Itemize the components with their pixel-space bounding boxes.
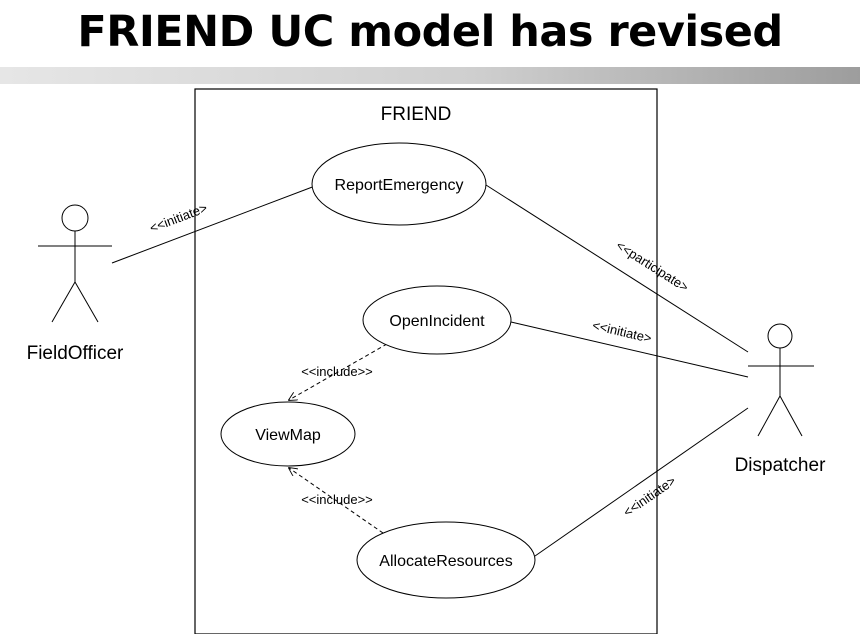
association-allocateresources-dispatcher (534, 407, 749, 557)
use-case-view-map-label: ViewMap (255, 427, 321, 444)
label-include-openincident-viewmap: <<include>> (301, 364, 373, 379)
use-case-open-incident (362, 285, 512, 355)
use-case-allocate-resources (356, 521, 536, 599)
label-dispatcher-participate: <<participate> (613, 238, 691, 295)
label-fieldofficer-initiate: <<initiate> (148, 200, 210, 235)
system-boundary (194, 88, 658, 634)
use-case-report-emergency (311, 142, 487, 226)
include-openincident-viewmap (289, 343, 388, 400)
slide-title: FRIEND UC model has revised (77, 7, 783, 57)
title-divider-bar (0, 67, 860, 84)
label-include-allocateresources-viewmap: <<include>> (301, 492, 373, 507)
system-name: FRIEND (381, 104, 452, 125)
use-case-open-incident-label: OpenIncident (389, 313, 485, 330)
association-openincident-dispatcher (510, 321, 749, 378)
use-case-allocate-resources-label: AllocateResources (379, 553, 512, 570)
actor-dispatcher-figure (748, 323, 814, 437)
actor-dispatcher-label: Dispatcher (735, 455, 826, 476)
use-case-view-map (220, 401, 356, 467)
association-fieldofficer-reportemergency (111, 185, 316, 264)
label-dispatcher-initiate-allocateresources: <<initiate> (620, 473, 678, 520)
actor-fieldofficer-figure (38, 204, 112, 323)
association-reportemergency-dispatcher (485, 184, 749, 353)
label-dispatcher-initiate-openincident: <<initiate> (591, 318, 653, 346)
actor-fieldofficer-label: FieldOfficer (27, 343, 124, 364)
include-allocateresources-viewmap (289, 468, 384, 534)
use-case-report-emergency-label: ReportEmergency (335, 177, 464, 194)
